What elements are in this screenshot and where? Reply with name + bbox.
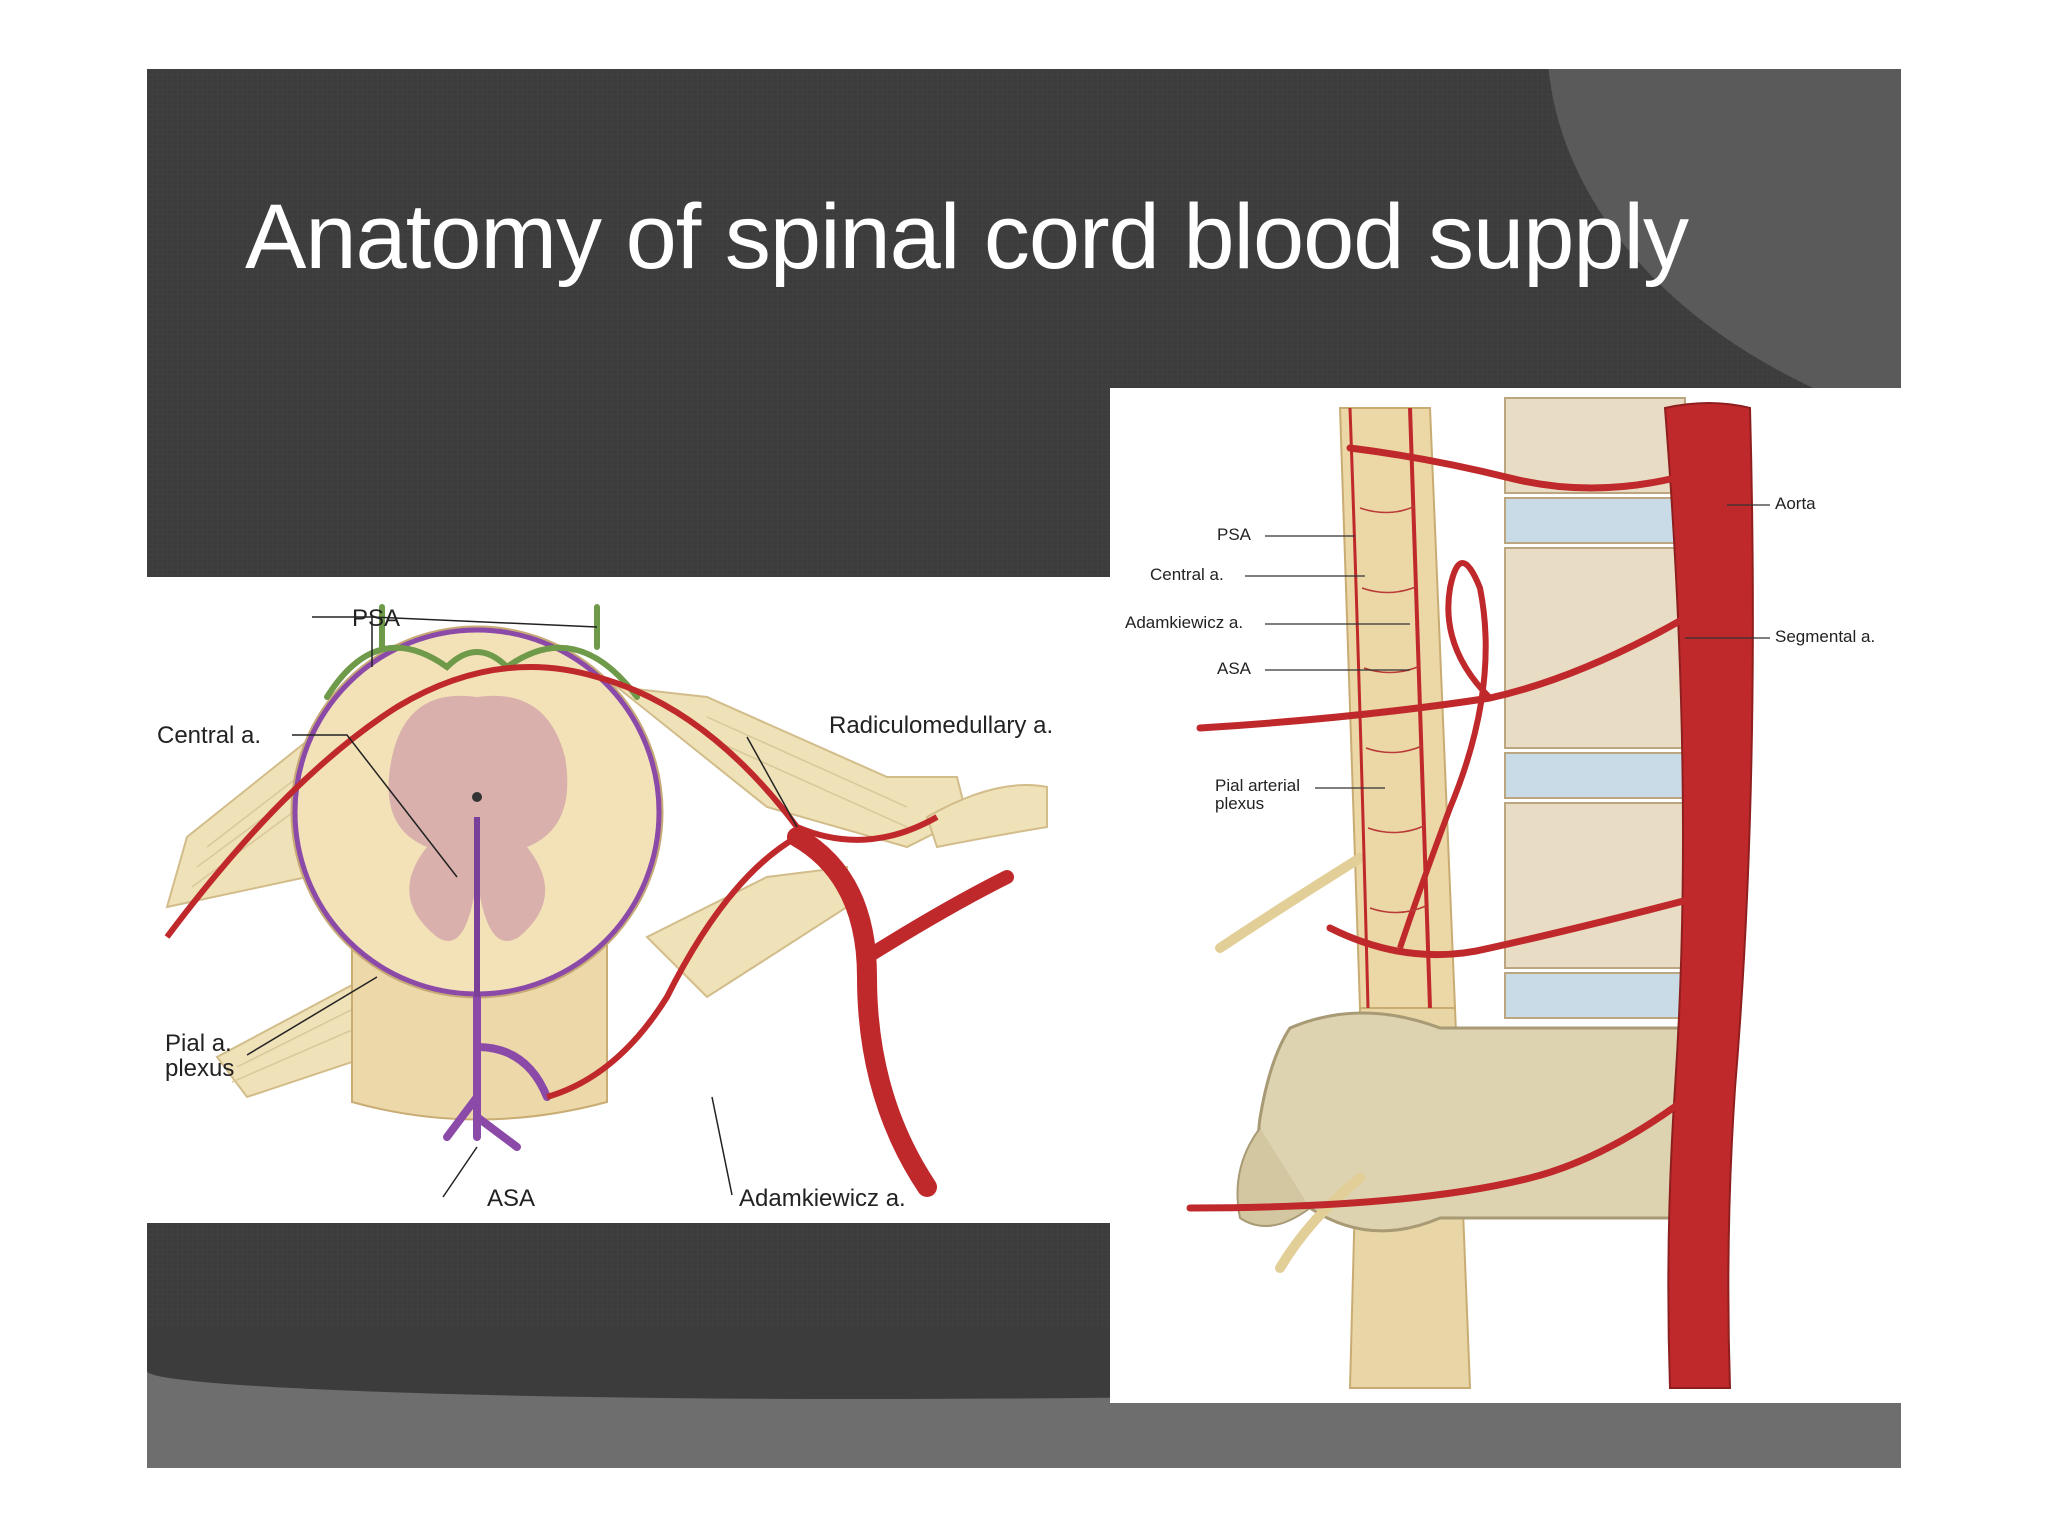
cross-section-figure: PSA Central a. Radiculomedullary a. Pial…: [147, 577, 1110, 1223]
label-pial-plexus-line2: plexus: [165, 1055, 235, 1082]
posterior-spinal-artery-lateral: [1348, 407, 1370, 1009]
nerve-roots-lateral: [1215, 853, 1365, 1273]
label-asa-lateral: ASA: [1217, 659, 1252, 678]
spinous-process: [1236, 1127, 1311, 1227]
label-aorta: Aorta: [1775, 494, 1816, 513]
label-radiculomedullary-artery: Radiculomedullary a.: [829, 712, 1054, 739]
label-central-artery: Central a.: [157, 722, 262, 749]
anterior-spinal-artery-lateral: [1408, 407, 1432, 1009]
label-leader-lines: [246, 616, 798, 1198]
label-psa-lateral: PSA: [1217, 525, 1252, 544]
label-asa: ASA: [487, 1185, 536, 1212]
segmental-artery-left-fig: [787, 827, 937, 1197]
segmental-branch-left-fig: [860, 870, 1014, 964]
adamkiewicz-loop: [1397, 560, 1493, 949]
lower-vertebra: [1257, 1011, 1692, 1233]
label-segmental-artery: Segmental a.: [1775, 627, 1876, 646]
aorta: [1663, 402, 1754, 1389]
label-pial-arterial-plexus-line1: Pial arterial: [1215, 776, 1301, 795]
lateral-spine-figure: PSA Central a. Adamkiewicz a. ASA Pial a…: [1110, 388, 1902, 1403]
slide-title: Anatomy of spinal cord blood supply: [245, 186, 1689, 288]
label-adamkiewicz-artery: Adamkiewicz a.: [739, 1185, 906, 1212]
lateral-spine-illustration: [1186, 397, 1770, 1389]
lateral-leader-lines: [1245, 504, 1770, 789]
label-psa: PSA: [352, 605, 401, 632]
anterior-spinal-artery: [443, 993, 551, 1151]
cross-section-illustration: [164, 604, 1048, 1198]
central-canal: [472, 792, 482, 802]
pial-plexus-lateral: [1359, 505, 1427, 914]
label-pial-plexus-line1: Pial a.: [165, 1030, 232, 1057]
label-adamkiewicz-lateral: Adamkiewicz a.: [1125, 613, 1244, 632]
label-pial-arterial-plexus-line2: plexus: [1215, 794, 1265, 813]
label-central-artery-lateral: Central a.: [1150, 565, 1224, 584]
adamkiewicz-artery: [546, 834, 799, 1100]
radiculomedullary-artery: [164, 664, 939, 939]
